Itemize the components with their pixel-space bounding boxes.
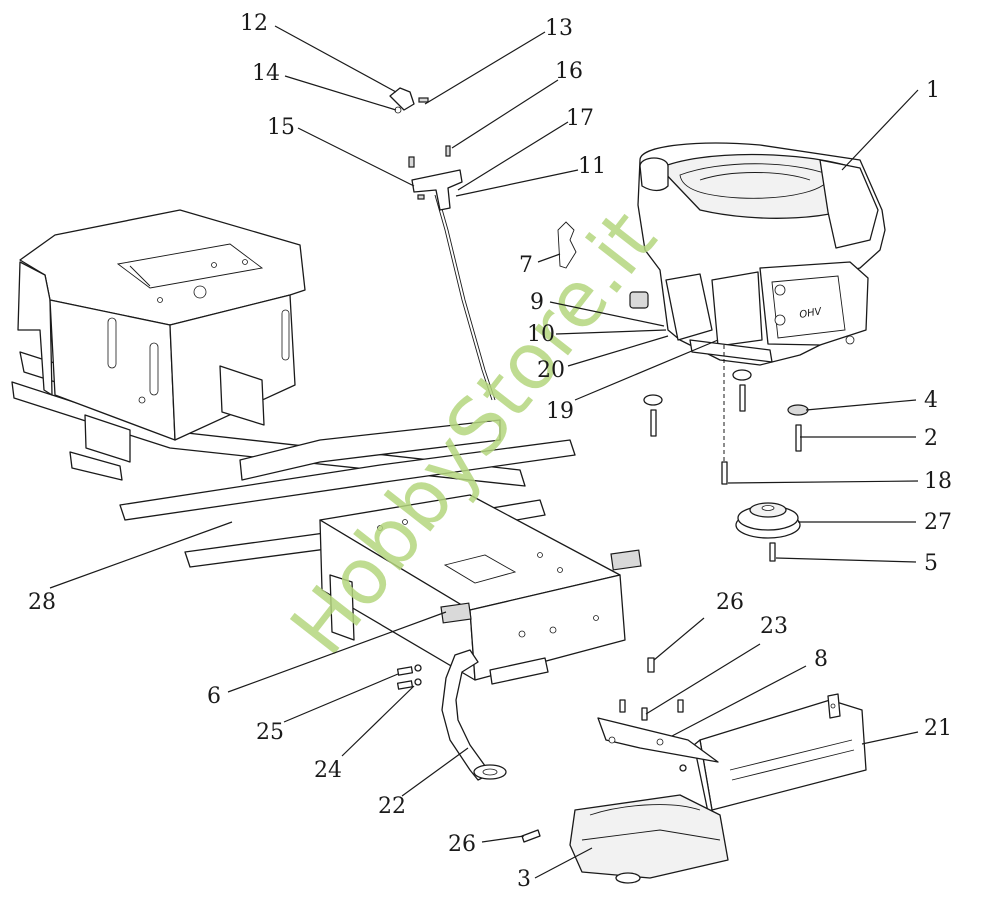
callout-5: 5 xyxy=(924,551,938,576)
callout-6: 6 xyxy=(207,684,221,709)
callout-1: 1 xyxy=(926,78,940,103)
callout-11: 11 xyxy=(578,154,606,179)
callout-13: 13 xyxy=(545,16,573,41)
callout-22: 22 xyxy=(378,794,406,819)
muffler-bracket xyxy=(693,693,867,813)
callout-14: 14 xyxy=(252,61,280,86)
engine: OHV xyxy=(629,142,886,366)
chassis-frame xyxy=(11,209,642,685)
callout-7: 7 xyxy=(519,253,533,278)
callout-18: 18 xyxy=(924,469,952,494)
callout-19: 19 xyxy=(546,399,574,424)
callout-21: 21 xyxy=(924,716,952,741)
callout-4: 4 xyxy=(924,388,938,413)
engine-mount-bolts xyxy=(643,345,809,485)
callout-labels: 1 2 3 4 5 6 7 8 9 10 11 12 13 14 15 16 1… xyxy=(28,11,952,892)
callout-10: 10 xyxy=(527,322,555,347)
callout-8: 8 xyxy=(814,647,828,672)
muffler xyxy=(569,794,729,884)
bolts-24-25 xyxy=(396,664,422,690)
callout-12: 12 xyxy=(240,11,268,36)
callout-27: 27 xyxy=(924,510,952,535)
key-5 xyxy=(769,542,776,562)
heat-shield-plate xyxy=(597,699,719,772)
callout-28: 28 xyxy=(28,590,56,615)
leader-lines xyxy=(49,25,919,879)
callout-16: 16 xyxy=(555,59,583,84)
callout-2: 2 xyxy=(924,426,938,451)
callout-9: 9 xyxy=(530,290,544,315)
callout-3: 3 xyxy=(517,867,531,892)
callout-17: 17 xyxy=(566,106,594,131)
callout-20: 20 xyxy=(537,358,565,383)
engine-badge: OHV xyxy=(799,306,824,321)
callout-15: 15 xyxy=(267,115,295,140)
pulley xyxy=(735,502,801,539)
callout-26-top: 26 xyxy=(716,590,744,615)
frame-holes xyxy=(138,259,599,638)
callout-24: 24 xyxy=(314,758,342,783)
part-7-hook xyxy=(557,221,577,269)
screw-26a xyxy=(647,657,655,673)
screw-26b xyxy=(521,829,541,843)
callout-26-bottom: 26 xyxy=(448,832,476,857)
callout-23: 23 xyxy=(760,614,788,639)
throttle-cable-assembly xyxy=(389,87,496,401)
callout-25: 25 xyxy=(256,720,284,745)
